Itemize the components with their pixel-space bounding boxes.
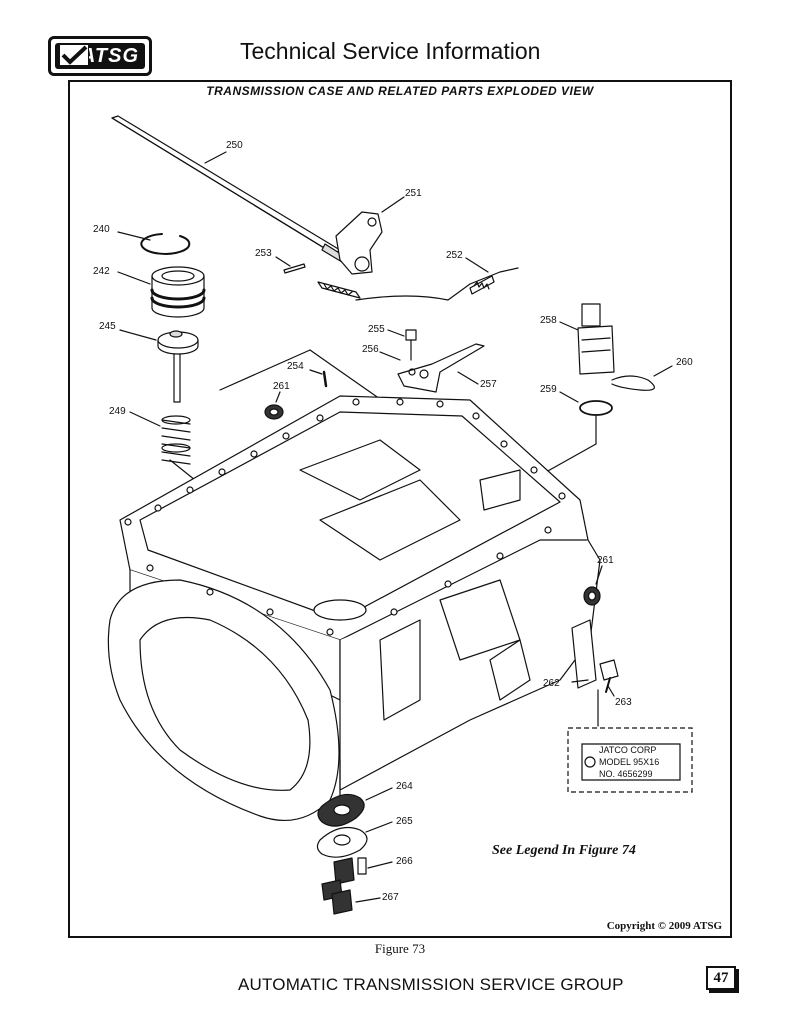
callout-257: 257: [480, 379, 497, 390]
diagram-title: TRANSMISSION CASE AND RELATED PARTS EXPL…: [206, 84, 594, 98]
figure-caption: Figure 73: [374, 941, 426, 956]
callout-259: 259: [540, 384, 557, 395]
plug-267: [331, 889, 353, 915]
callout-261-left: 261: [273, 381, 290, 392]
piston-242: [150, 266, 206, 318]
exploded-view-drawing: [107, 115, 693, 915]
copyright-notice: Copyright © 2009 ATSG: [606, 920, 722, 932]
page-number: 47: [706, 966, 736, 990]
page-header-title: Technical Service Information: [240, 38, 541, 64]
manual-shaft-250: [111, 115, 345, 263]
callout-250: 250: [226, 140, 243, 151]
checkmark-icon: [59, 44, 89, 66]
callout-245: 245: [99, 321, 116, 332]
callout-251: 251: [405, 188, 422, 199]
callout-265: 265: [396, 816, 413, 827]
callout-261-right: 261: [597, 555, 614, 566]
transmission-case: [107, 395, 601, 822]
callout-263: 263: [615, 697, 632, 708]
callout-254: 254: [287, 361, 304, 372]
callout-267: 267: [382, 892, 399, 903]
atsg-logo: ATSG: [48, 36, 152, 76]
parking-rod-252: [355, 267, 519, 301]
flange-bolt-holes: [124, 398, 566, 636]
figure-frame: [68, 80, 732, 938]
callout-253: 253: [255, 248, 272, 259]
callout-252: 252: [446, 250, 463, 261]
detent-spring-257: [397, 329, 485, 393]
callout-256: 256: [362, 344, 379, 355]
retainer-245: [157, 330, 199, 403]
footer-organization: AUTOMATIC TRANSMISSION SERVICE GROUP: [238, 975, 624, 994]
legend-reference-note: See Legend In Figure 74: [492, 843, 636, 858]
callout-262: 262: [543, 678, 560, 689]
range-switch-258: [577, 303, 655, 391]
callout-258: 258: [540, 315, 557, 326]
id-plate-262: [571, 619, 619, 693]
id-tag-line-2: MODEL 95X16: [599, 757, 660, 767]
gasket-264: [317, 793, 365, 827]
callout-249: 249: [109, 406, 126, 417]
callout-264: 264: [396, 781, 413, 792]
callout-266: 266: [396, 856, 413, 867]
callout-260: 260: [676, 357, 693, 368]
spring-249: [161, 415, 191, 465]
callout-255: 255: [368, 324, 385, 335]
detent-lever-251: [317, 211, 383, 299]
id-tag-line-3: NO. 4656299: [599, 769, 653, 779]
callout-240: 240: [93, 224, 110, 235]
cover-plate-265: [316, 827, 368, 858]
id-tag-line-1: JATCO CORP: [599, 745, 657, 755]
fitting-266: [321, 857, 367, 901]
callout-242: 242: [93, 266, 110, 277]
